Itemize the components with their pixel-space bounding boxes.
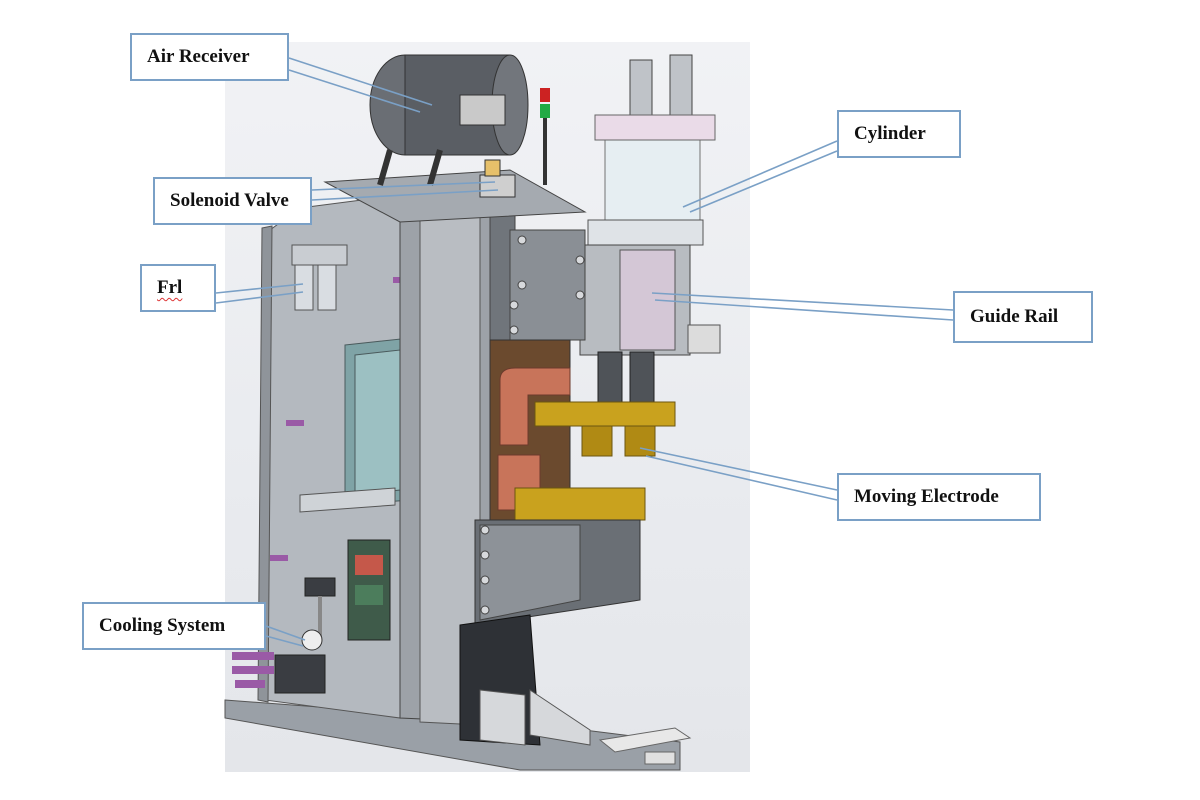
callout-frl-text: Frl [157,277,183,298]
cooling-fitting [235,680,265,688]
side-pin [270,555,288,561]
callout-moving-electrode: Moving Electrode [837,473,1041,521]
electrical-box-part-2 [355,585,383,605]
callout-air-receiver: Air Receiver [130,33,289,81]
callout-moving-electrode-text: Moving Electrode [854,486,999,507]
solenoid-coil [484,159,501,177]
cooling-valve-box [304,577,336,597]
air-receiver-tank [369,54,529,186]
callout-solenoid-valve: Solenoid Valve [153,177,312,225]
solenoid-valve [479,174,516,198]
electrical-box-part [355,555,383,575]
internal-shelf [299,487,396,513]
column-bolts [480,235,585,615]
cooling-fitting [232,666,274,674]
cooling-fitting [232,652,274,660]
callout-guide-rail-text: Guide Rail [970,306,1059,327]
lower-arm-face [479,524,581,621]
callout-cylinder: Cylinder [837,110,961,158]
signal-tower-red [540,88,550,102]
foot-pedal [598,727,692,753]
guide-rail-strip [619,249,676,351]
signal-tower-green [540,104,550,118]
callout-cooling-system: Cooling System [82,602,266,650]
foot-pedal-block [644,751,676,765]
cooling-gauge [301,629,323,651]
callout-cooling-system-text: Cooling System [99,615,226,636]
cylinder-assembly [587,54,716,246]
transformer-window-inner [354,349,401,496]
support-gusset [479,689,526,746]
callout-cylinder-text: Cylinder [854,123,926,144]
cooling-manifold [274,654,326,694]
side-pin [286,420,304,426]
callout-guide-rail: Guide Rail [953,291,1093,343]
support-gusset [529,689,591,746]
lower-electrode [514,487,646,521]
callout-air-receiver-text: Air Receiver [147,46,250,67]
side-panel-edge [257,225,273,703]
callout-solenoid-valve-text: Solenoid Valve [170,190,289,211]
copper-busbar [499,367,571,446]
guide-switch [687,324,721,354]
callout-frl: Frl [140,264,216,312]
